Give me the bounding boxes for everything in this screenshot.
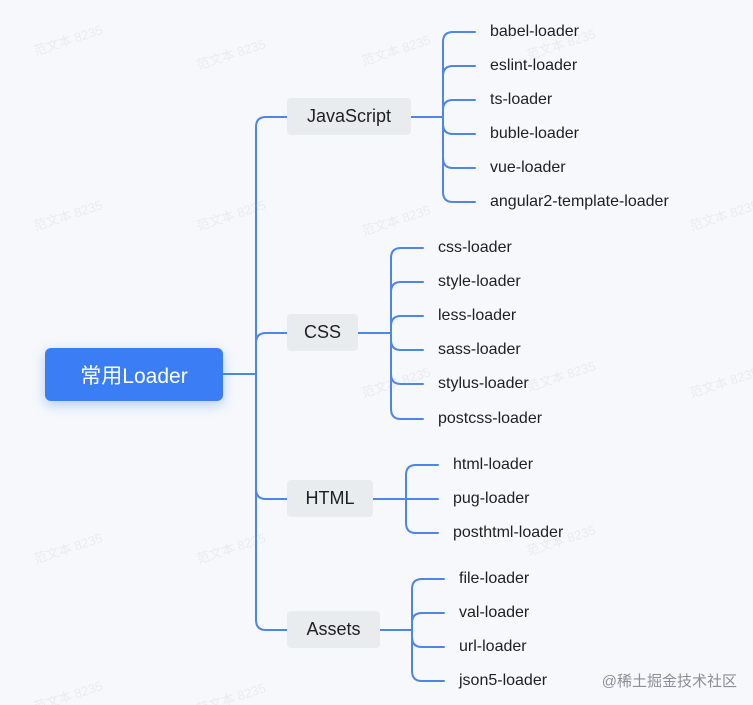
js-link-eslint bbox=[442, 65, 476, 118]
leaf-ts-loader[interactable]: ts-loader bbox=[490, 91, 553, 108]
branch-css bbox=[255, 332, 288, 375]
js-link-vue bbox=[442, 116, 476, 169]
leaf-vue-loader[interactable]: vue-loader bbox=[490, 159, 566, 176]
leaf-babel-loader[interactable]: babel-loader bbox=[490, 23, 579, 40]
branch-javascript bbox=[255, 116, 288, 375]
leaf-stylus-loader[interactable]: stylus-loader bbox=[438, 375, 529, 392]
category-label: JavaScript bbox=[306, 106, 392, 126]
leaf-buble-loader[interactable]: buble-loader bbox=[490, 125, 579, 142]
leaf-html-loader[interactable]: html-loader bbox=[453, 456, 534, 473]
site-credit: @稀土掘金技术社区 bbox=[602, 670, 737, 691]
css-link-css bbox=[390, 247, 424, 334]
root-label: 常用Loader bbox=[80, 364, 188, 388]
category-javascript[interactable]: JavaScript bbox=[287, 98, 411, 135]
leaf-val-loader[interactable]: val-loader bbox=[459, 604, 530, 621]
leaf-pug-loader[interactable]: pug-loader bbox=[453, 490, 530, 507]
root-node[interactable]: 常用Loader bbox=[45, 348, 223, 401]
css-link-less bbox=[390, 315, 424, 334]
leaf-css-loader[interactable]: css-loader bbox=[438, 239, 512, 256]
leaf-less-loader[interactable]: less-loader bbox=[438, 307, 517, 324]
leaf-sass-loader[interactable]: sass-loader bbox=[438, 341, 521, 358]
html-link-posthtml bbox=[405, 498, 439, 534]
leaf-posthtml-loader[interactable]: posthtml-loader bbox=[453, 524, 564, 541]
leaf-json5-loader[interactable]: json5-loader bbox=[459, 672, 548, 689]
js-link-babel bbox=[442, 31, 476, 118]
credit-text: @稀土掘金技术社区 bbox=[601, 673, 737, 690]
assets-link-url bbox=[411, 629, 445, 648]
leaf-angular2-template-loader[interactable]: angular2-template-loader bbox=[490, 193, 669, 210]
leaf-file-loader[interactable]: file-loader bbox=[459, 570, 530, 587]
category-html[interactable]: HTML bbox=[287, 480, 373, 517]
leaf-eslint-loader[interactable]: eslint-loader bbox=[490, 57, 578, 74]
category-label: CSS bbox=[303, 322, 341, 342]
branch-assets bbox=[255, 373, 288, 631]
category-label: HTML bbox=[305, 488, 355, 508]
assets-link-val bbox=[411, 612, 445, 631]
css-link-sass bbox=[390, 332, 424, 351]
assets-link-file bbox=[411, 578, 445, 631]
js-link-ts bbox=[442, 99, 476, 118]
css-link-style bbox=[390, 281, 424, 334]
leaf-style-loader[interactable]: style-loader bbox=[438, 273, 521, 290]
branch-html bbox=[255, 373, 288, 500]
leaf-postcss-loader[interactable]: postcss-loader bbox=[438, 410, 543, 427]
js-link-angular2 bbox=[442, 116, 476, 203]
category-label: Assets bbox=[306, 619, 361, 639]
css-link-stylus bbox=[390, 332, 424, 385]
css-link-postcss bbox=[390, 332, 424, 420]
category-assets[interactable]: Assets bbox=[287, 611, 380, 648]
leaf-url-loader[interactable]: url-loader bbox=[459, 638, 527, 655]
assets-link-json5 bbox=[411, 629, 445, 682]
html-link-html bbox=[405, 464, 439, 500]
category-css[interactable]: CSS bbox=[287, 314, 358, 351]
js-link-buble bbox=[442, 116, 476, 135]
